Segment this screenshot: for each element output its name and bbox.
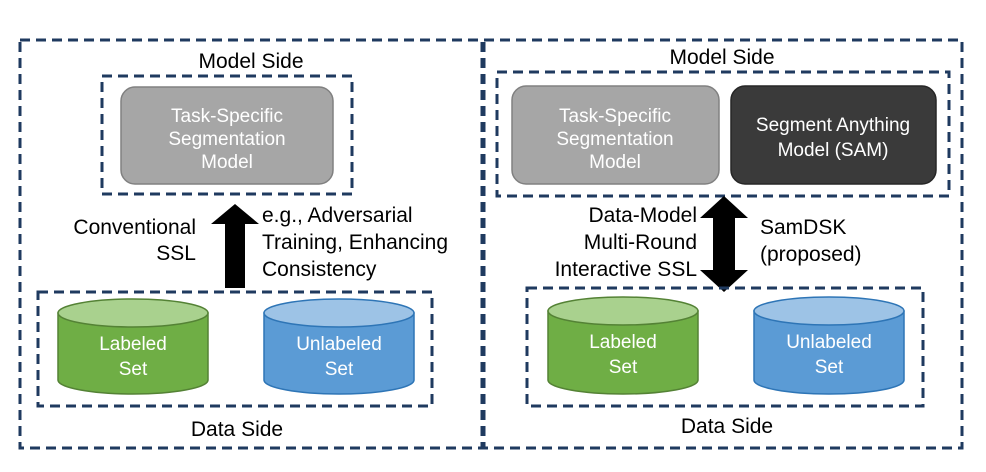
left-method-label-line-1: e.g., Adversarial	[262, 204, 413, 227]
right-data-side-label: Data Side	[681, 415, 773, 438]
left-method-label-line-2: Training, Enhancing	[262, 231, 448, 254]
sam-line-1: Segment Anything	[756, 115, 910, 136]
right-panel-frame	[482, 38, 964, 450]
right-arrow-label-line-2: Multi-Round	[584, 231, 697, 254]
left-unlabeled-line-1: Unlabeled	[296, 334, 382, 355]
left-model-line-2: Segmentation	[168, 129, 285, 150]
right-model-line-2: Segmentation	[556, 129, 673, 150]
right-unlabeled-line-1: Unlabeled	[786, 332, 872, 353]
left-model-line-1: Task-Specific	[171, 106, 283, 127]
left-data-side-label: Data Side	[191, 418, 283, 441]
left-arrow-label-line-1: Conventional	[73, 216, 196, 239]
right-model-group-frame	[495, 70, 951, 198]
left-model-group-frame	[100, 74, 354, 196]
right-task-specific-model-box	[511, 85, 720, 185]
right-arrow-label-line-3: Interactive SSL	[555, 258, 697, 281]
left-labeled-set-cylinder	[57, 298, 209, 395]
left-task-specific-model-box	[120, 86, 334, 185]
sam-model-box	[730, 85, 937, 185]
right-model-side-label: Model Side	[669, 46, 774, 69]
left-labeled-line-1: Labeled	[99, 334, 167, 355]
left-labeled-line-2: Set	[119, 359, 148, 380]
right-model-line-3: Model	[589, 152, 641, 173]
left-panel-frame	[18, 38, 484, 450]
right-method-label-line-2: (proposed)	[760, 243, 862, 266]
left-arrow-label-line-2: SSL	[156, 242, 196, 265]
right-double-arrow	[700, 196, 748, 292]
left-model-side-label: Model Side	[198, 50, 303, 73]
right-unlabeled-line-2: Set	[815, 357, 844, 378]
left-model-line-3: Model	[201, 152, 253, 173]
right-model-line-1: Task-Specific	[559, 106, 671, 127]
right-data-group-frame	[525, 286, 925, 408]
right-labeled-set-cylinder	[547, 296, 699, 395]
right-arrow-label-line-1: Data-Model	[588, 204, 697, 227]
right-unlabeled-set-cylinder	[753, 296, 905, 395]
sam-line-2: Model (SAM)	[778, 140, 889, 161]
left-up-arrow	[211, 204, 259, 288]
left-unlabeled-set-cylinder	[263, 298, 415, 395]
left-data-group-frame	[36, 290, 434, 408]
left-unlabeled-line-2: Set	[325, 359, 354, 380]
right-labeled-line-1: Labeled	[589, 332, 657, 353]
right-labeled-line-2: Set	[609, 357, 638, 378]
right-method-label-line-1: SamDSK	[760, 216, 846, 239]
left-method-label-line-3: Consistency	[262, 258, 377, 281]
